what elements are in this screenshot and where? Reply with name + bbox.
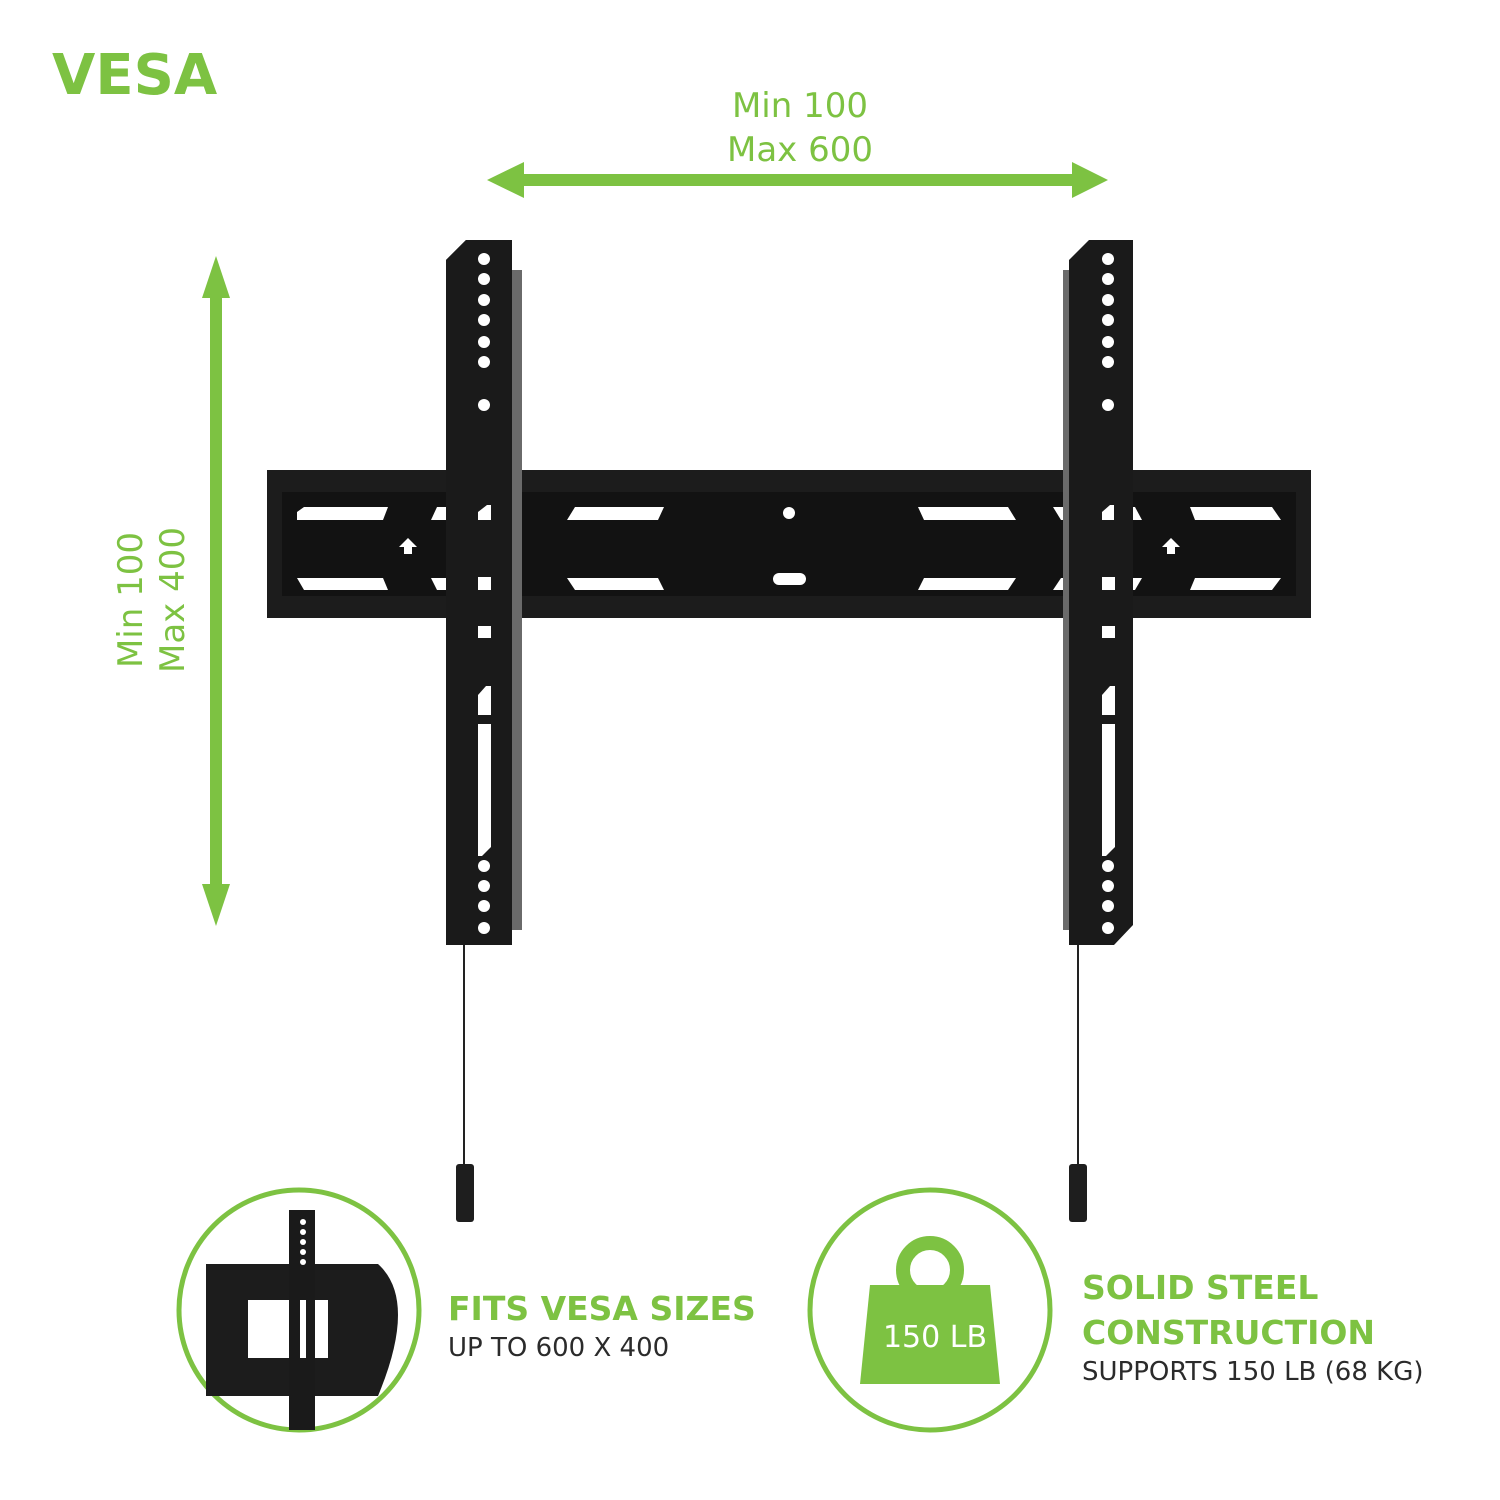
feature-steel-construction: SOLID STEEL CONSTRUCTION SUPPORTS 150 LB… [1082, 1265, 1424, 1389]
horizontal-min: Min 100 [731, 86, 869, 126]
page-title: VESA [52, 43, 218, 108]
feature-subtitle: SUPPORTS 150 LB (68 KG) [1082, 1357, 1424, 1387]
feature-subtitle: UP TO 600 X 400 [448, 1333, 670, 1363]
horizontal-dimension-label: Min 100 Max 600 [700, 84, 900, 172]
bracket-thumbnail-icon [176, 1187, 422, 1433]
feature-vesa-sizes: FITS VESA SIZES UP TO 600 X 400 [448, 1286, 756, 1365]
right-vertical-bracket [1063, 240, 1133, 1222]
wall-plate [267, 470, 1311, 618]
vertical-dimension-label: Min 100 Max 400 [111, 520, 193, 673]
horizontal-dimension-arrow [487, 162, 1108, 198]
weight-badge: 150 LB [882, 1320, 988, 1355]
vertical-max: Max 400 [153, 527, 193, 673]
vertical-min: Min 100 [111, 531, 151, 669]
feature-title-line1: SOLID STEEL [1082, 1268, 1319, 1307]
feature-title: FITS VESA SIZES [448, 1289, 756, 1328]
horizontal-max: Max 600 [727, 130, 873, 170]
left-vertical-bracket [446, 240, 522, 1222]
feature-title-line2: CONSTRUCTION [1082, 1313, 1376, 1352]
weight-icon [807, 1187, 1053, 1433]
vertical-dimension-arrow [202, 256, 230, 926]
